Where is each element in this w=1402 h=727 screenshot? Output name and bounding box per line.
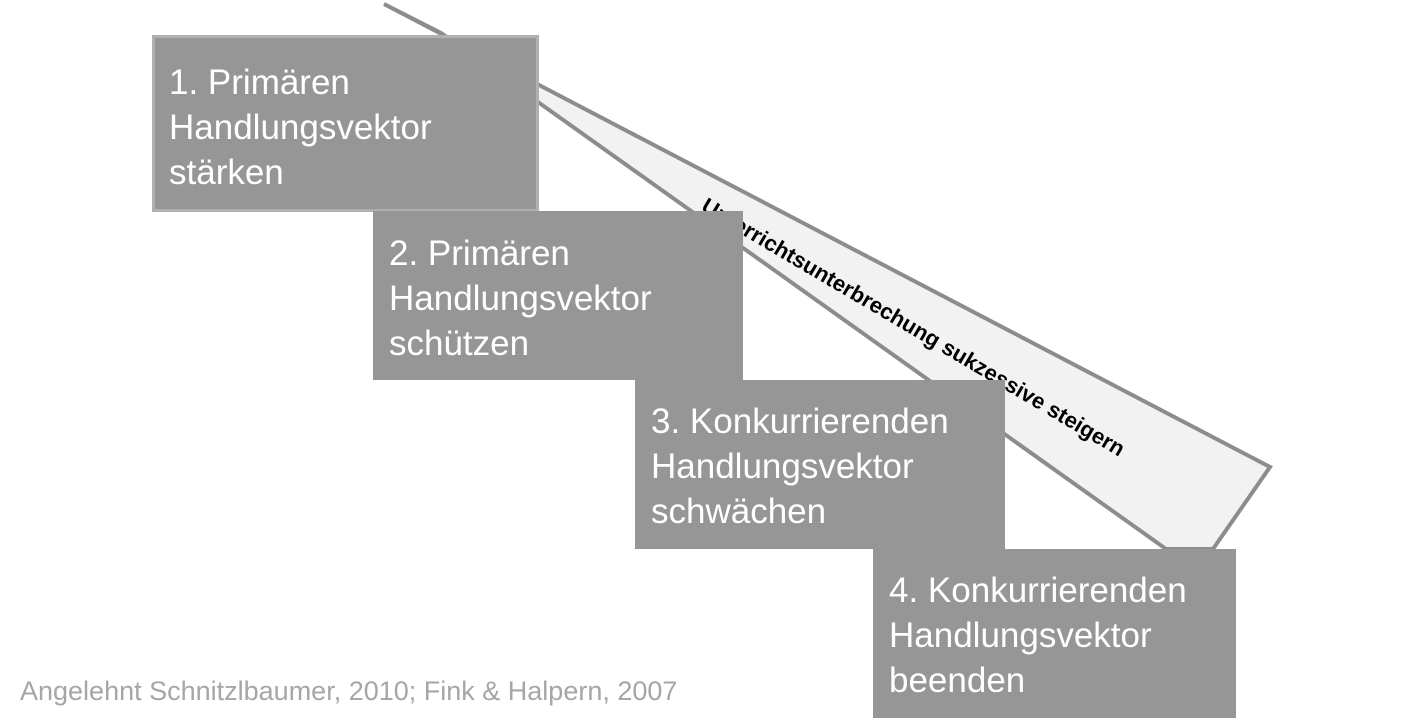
source-caption: Angelehnt Schnitzlbaumer, 2010; Fink & H… [20,676,678,706]
step-1-line-2: Handlungsvektor [169,108,432,147]
step-1-line-1: 1. Primären [169,63,350,102]
step-box-3: 3. Konkurrierenden Handlungsvektor schwä… [635,380,1005,549]
step-2-line-1: 2. Primären [389,234,570,273]
step-3-line-3: schwächen [651,492,827,531]
step-1-line-3: stärken [169,153,284,192]
step-4-line-2: Handlungsvektor [889,616,1152,655]
step-3-line-1: 3. Konkurrierenden [651,402,949,441]
step-2-line-2: Handlungsvektor [389,279,652,318]
step-box-1: 1. Primären Handlungsvektor stärken [152,35,539,212]
step-4-line-3: beenden [889,661,1026,700]
step-4-line-1: 4. Konkurrierenden [889,571,1187,610]
step-box-2: 2. Primären Handlungsvektor schützen [373,211,743,380]
step-3-line-2: Handlungsvektor [651,447,914,486]
step-box-4: 4. Konkurrierenden Handlungsvektor beend… [873,549,1236,718]
step-2-line-3: schützen [389,324,530,363]
